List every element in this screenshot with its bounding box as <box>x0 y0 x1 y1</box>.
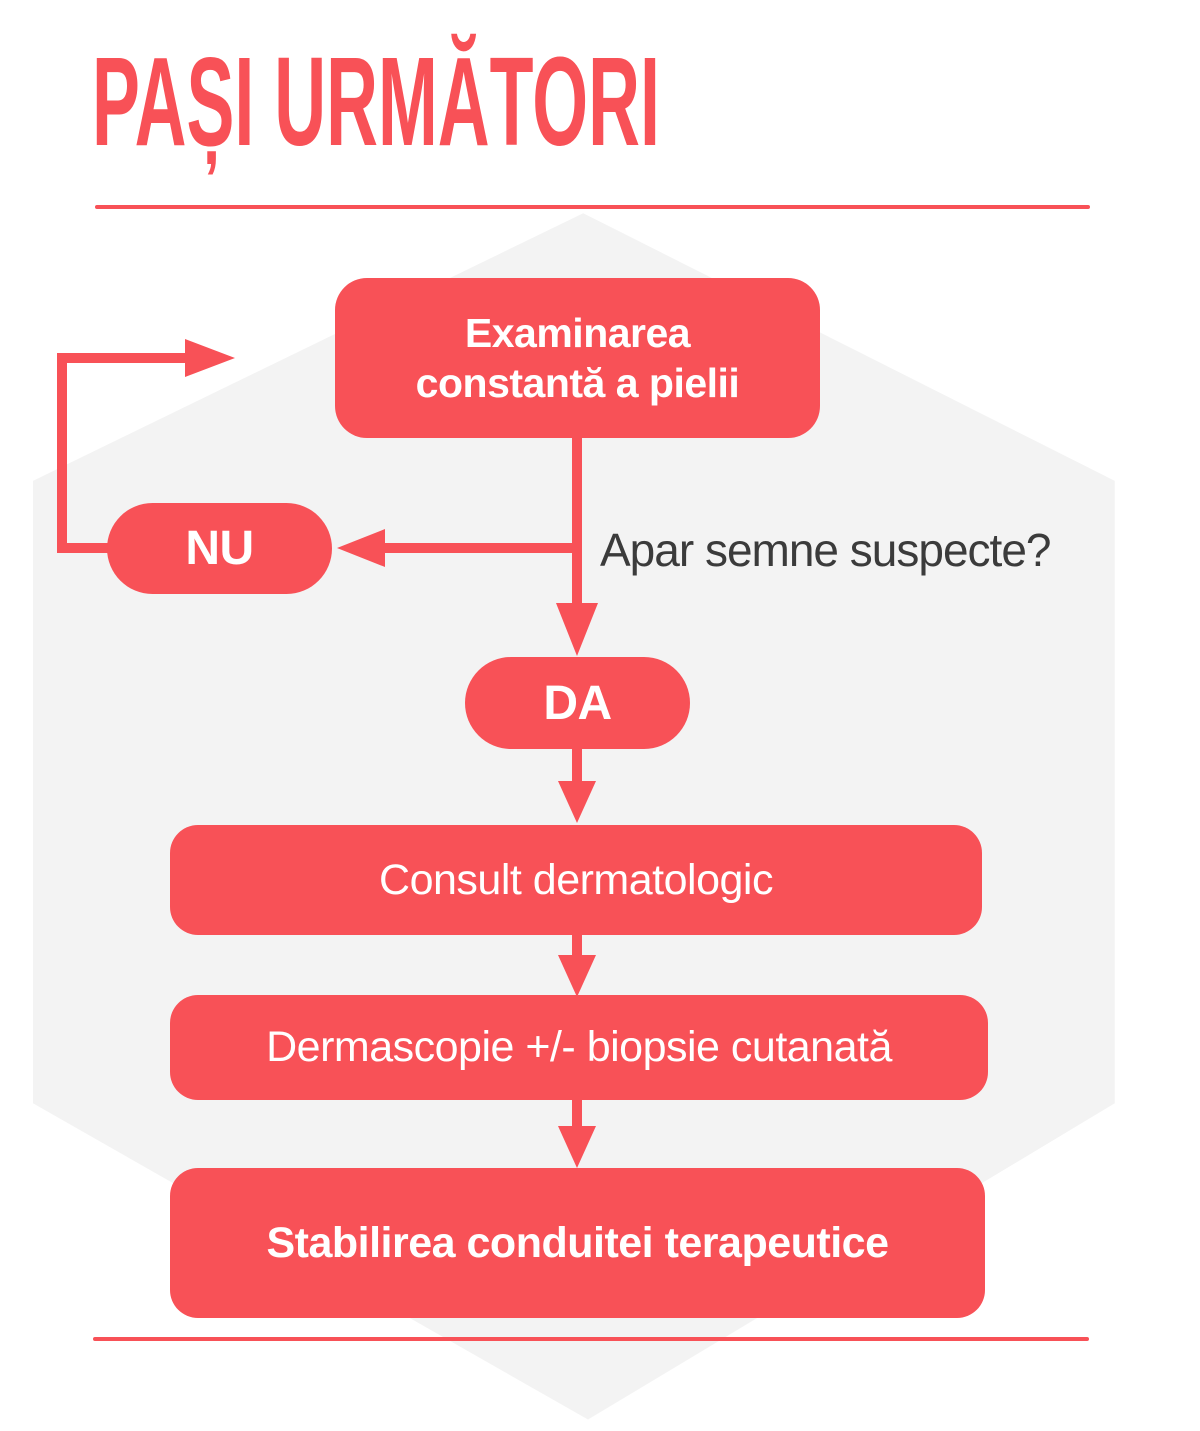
loop-arrow-bottom-segment <box>57 543 109 553</box>
node-dermoscopy-biopsy: Dermascopie +/- biopsie cutanată <box>170 995 988 1100</box>
node-yes: DA <box>465 657 690 749</box>
node-therapeutic-conduct: Stabilirea conduitei terapeutice <box>170 1168 985 1318</box>
arrow-right-head-icon <box>185 339 235 377</box>
node-skin-examination-line1: Examinarea <box>464 310 691 356</box>
node-no: NU <box>107 503 332 594</box>
question-text: Apar semne suspecte? <box>600 524 1051 576</box>
node-dermatology-consult: Consult dermatologic <box>170 825 982 935</box>
da-arrow-line <box>572 749 582 783</box>
node-skin-examination: Examinarea constantă a pielii <box>335 278 820 438</box>
step2-arrow-line <box>572 1100 582 1128</box>
node-skin-examination-line2: constantă a pielii <box>415 360 740 406</box>
loop-arrow-top-segment <box>57 353 185 363</box>
page-title: PAȘI URMĂTORI <box>92 31 660 172</box>
node-no-label: NU <box>185 522 254 575</box>
top-divider <box>95 205 1090 209</box>
arrow-down-head-icon <box>556 603 598 656</box>
arrow-down-head-icon <box>558 781 596 823</box>
loop-arrow-vertical-segment <box>57 353 67 553</box>
branch-arrow-line <box>385 543 575 553</box>
arrow-down-head-icon <box>558 1126 596 1168</box>
node-yes-label: DA <box>543 676 612 730</box>
node-dermatology-consult-label: Consult dermatologic <box>379 855 773 904</box>
node-dermoscopy-biopsy-label: Dermascopie +/- biopsie cutanată <box>266 1023 892 1071</box>
step1-arrow-line <box>572 935 582 957</box>
node-therapeutic-conduct-label: Stabilirea conduitei terapeutice <box>266 1218 889 1267</box>
arrow-left-head-icon <box>337 529 385 567</box>
bottom-divider <box>93 1337 1089 1341</box>
trunk-arrow-line <box>572 436 582 604</box>
arrow-down-head-icon <box>558 955 596 997</box>
